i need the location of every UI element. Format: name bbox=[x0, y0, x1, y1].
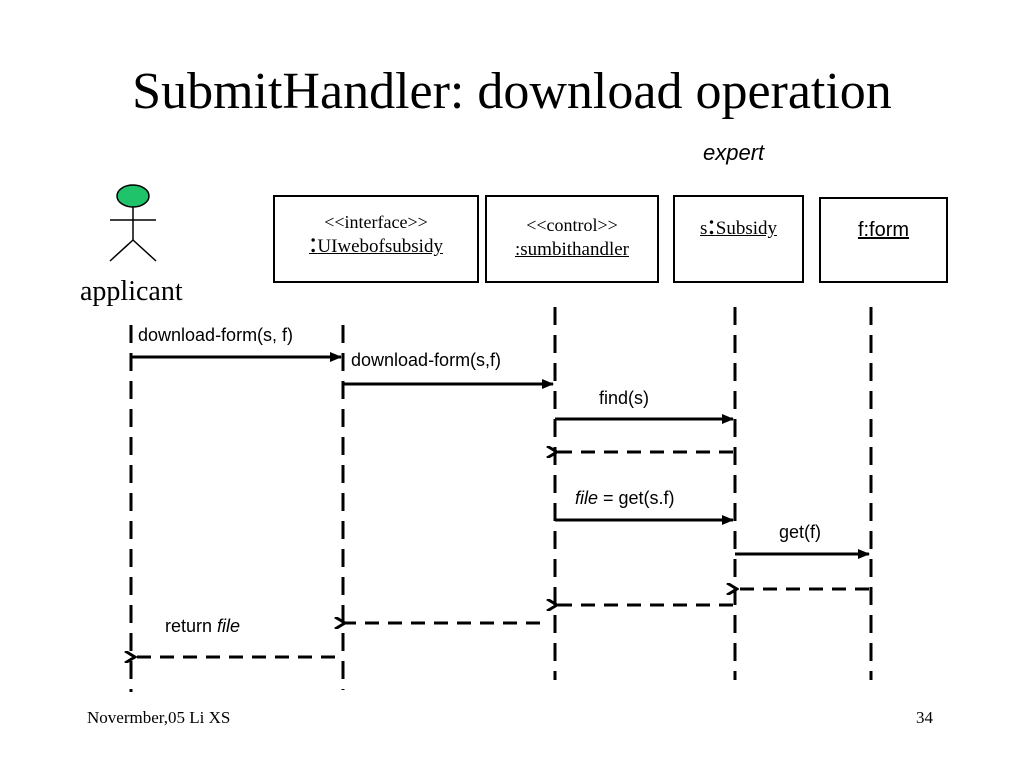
object-name: :UIwebofsubsidy bbox=[309, 226, 443, 259]
object-box-ui: <<interface>> :UIwebofsubsidy bbox=[273, 195, 479, 283]
msg-label-6: return file bbox=[165, 616, 241, 636]
actor-figure bbox=[109, 184, 157, 262]
footer-left: Novermber,05 Li XS bbox=[87, 708, 231, 727]
expert-annotation: expert bbox=[703, 140, 765, 165]
stereotype-label: <<interface>> bbox=[324, 212, 428, 232]
object-box-form: f:form bbox=[819, 197, 948, 283]
actor-head bbox=[116, 184, 150, 208]
msg-label-3: find(s) bbox=[599, 388, 650, 408]
msg-label-2: download-form(s,f) bbox=[351, 350, 502, 370]
stereotype-label: <<control>> bbox=[526, 215, 618, 235]
msg-label-5: get(f) bbox=[779, 522, 822, 542]
object-box-subsidy: s:Subsidy bbox=[673, 195, 804, 283]
page-title: SubmitHandler: download operation bbox=[132, 63, 892, 120]
msg-label-4: file = get(s.f) bbox=[575, 488, 675, 508]
object-name: f:form bbox=[857, 219, 910, 241]
msg-label-1: download-form(s, f) bbox=[138, 325, 294, 345]
slide-number: 34 bbox=[916, 708, 933, 727]
actor-label: applicant bbox=[80, 276, 183, 307]
object-box-control: <<control>> :sumbithandler bbox=[485, 195, 659, 283]
object-name: :sumbithandler bbox=[515, 239, 629, 260]
object-name: s:Subsidy bbox=[700, 208, 777, 241]
